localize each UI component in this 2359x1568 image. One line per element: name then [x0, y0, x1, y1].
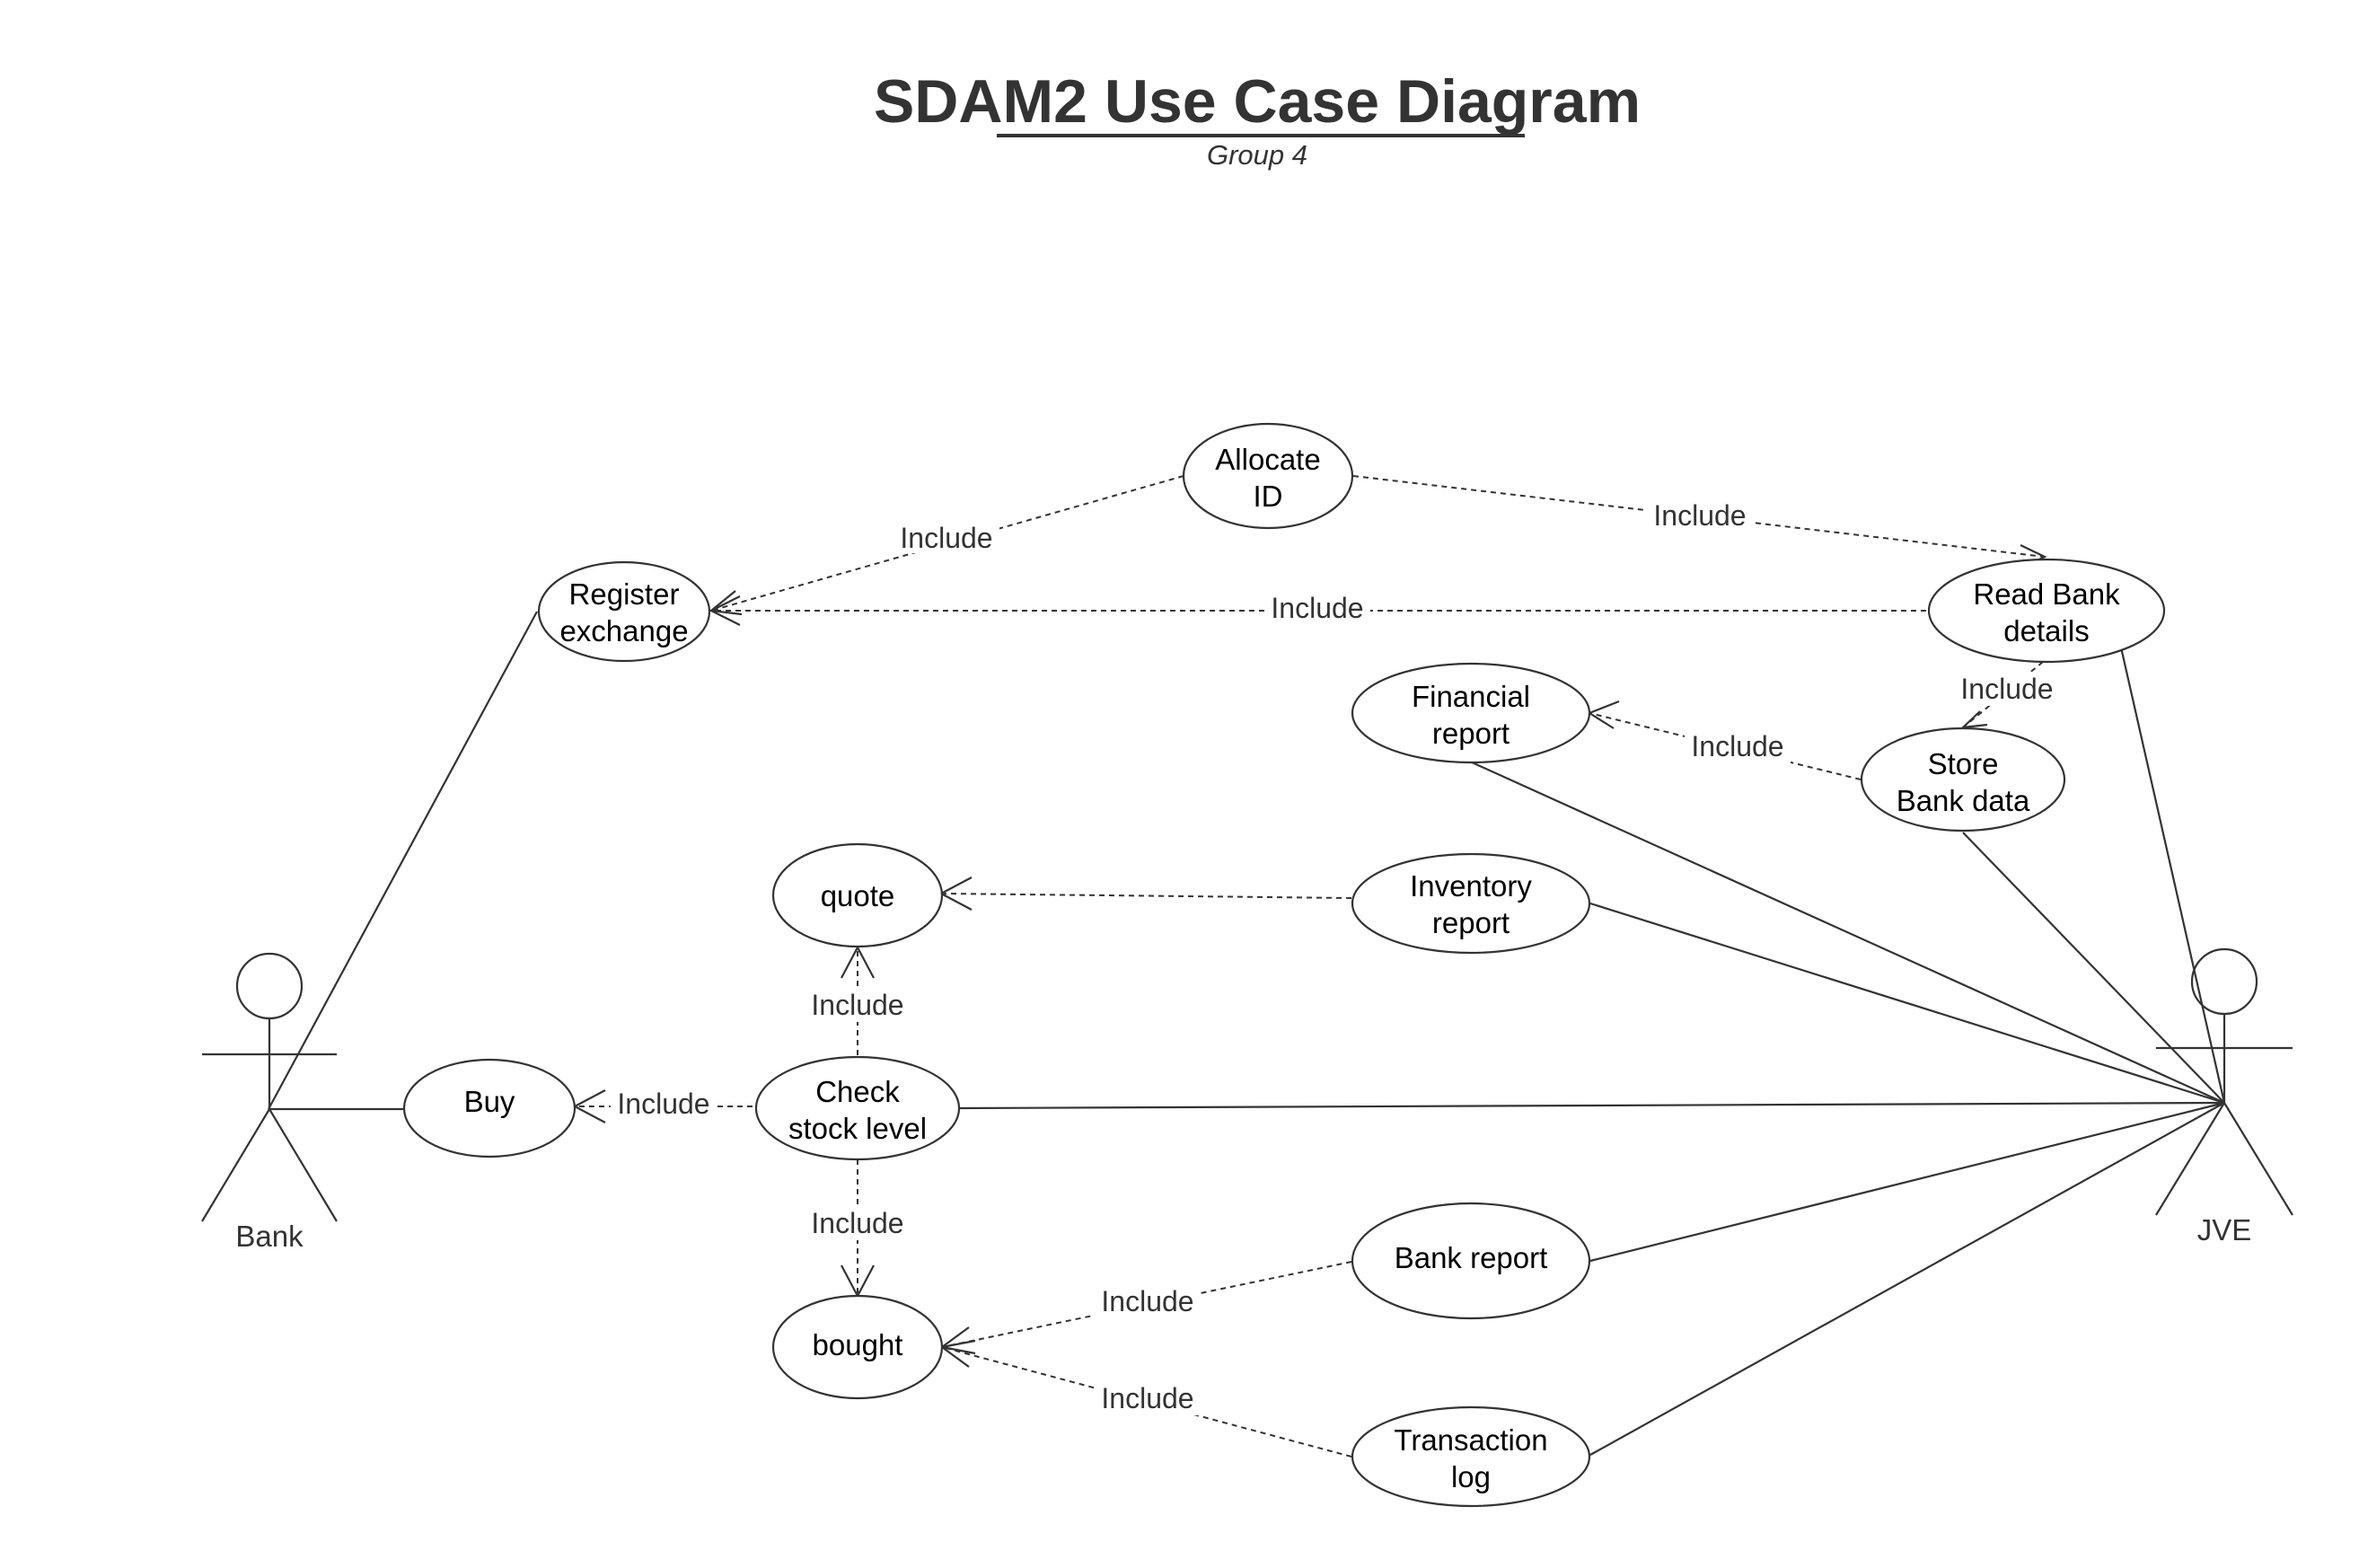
include-label-read-bank-register: Include: [1271, 592, 1363, 624]
arrowhead-store-from-read-bank: [1959, 710, 1988, 729]
include-label-bg: [1095, 1381, 1201, 1415]
include-label-check-quote: Include: [811, 989, 903, 1021]
use-case-label: report: [1432, 906, 1510, 939]
include-label-bg: [1264, 591, 1370, 625]
actor-bank[interactable]: Bank: [201, 952, 338, 1253]
use-case-quote[interactable]: quote: [771, 842, 944, 948]
use-case-inventory-report[interactable]: Inventory report: [1351, 852, 1591, 955]
use-case-label: Register: [569, 577, 680, 611]
arrowhead-financial-from-store: [1587, 700, 1620, 729]
use-case-buy[interactable]: Buy: [402, 1058, 577, 1158]
include-label-bg: [893, 519, 999, 553]
use-case-check-stock-level[interactable]: Check stock level: [754, 1055, 961, 1161]
include-label-store-financial: Include: [1691, 730, 1783, 762]
use-case-transaction-log[interactable]: Transaction log: [1351, 1405, 1591, 1508]
use-case-register-exchange[interactable]: Register exchange: [537, 560, 711, 663]
actor-right-leg: [2223, 1102, 2293, 1216]
include-label-bg: [1685, 729, 1791, 763]
assoc-jve-inventory-report: [1589, 902, 2225, 1105]
use-case-label: Store: [1928, 747, 1999, 780]
arrowhead-register-from-read-bank: [709, 595, 741, 626]
include-label-bg: [805, 1206, 911, 1240]
use-case-read-bank-details[interactable]: Read Bank details: [1927, 558, 2166, 664]
use-case-label: log: [1451, 1460, 1491, 1493]
assoc-jve-check-stock-level: [957, 1101, 2225, 1110]
assoc-jve-bank-report: [1589, 1101, 2225, 1263]
use-case-label: Read Bank: [1973, 577, 2120, 611]
use-case-label: Check: [815, 1075, 900, 1108]
include-line-allocate-to-register: [710, 475, 1184, 612]
use-case-label: report: [1432, 717, 1510, 750]
assoc-jve-transaction-log: [1589, 1102, 2225, 1456]
include-label-bank-report-bought: Include: [1101, 1285, 1193, 1317]
actor-right-leg: [268, 1108, 338, 1222]
use-case-label: Allocate: [1215, 443, 1320, 476]
include-relations: Include Include Include Include Include …: [572, 475, 2060, 1458]
use-case-allocate-id[interactable]: Allocate ID: [1182, 422, 1354, 530]
use-case-label: quote: [821, 879, 895, 912]
assoc-jve-store-bank-data: [1962, 832, 2225, 1104]
include-label-bg: [1095, 1284, 1201, 1318]
use-case-label: Transaction: [1394, 1423, 1547, 1457]
include-label-check-buy: Include: [617, 1088, 709, 1120]
use-case-financial-report[interactable]: Financial report: [1351, 662, 1591, 764]
assoc-jve-read-bank-details: [2119, 647, 2226, 1104]
use-case-label: Bank report: [1395, 1241, 1548, 1274]
include-line-inventory-to-quote: [940, 893, 1352, 899]
include-label-read-bank-store: Include: [1960, 673, 2053, 705]
use-case-label: Inventory: [1410, 869, 1532, 903]
actor-head: [2190, 947, 2258, 1016]
associations: [268, 611, 2226, 1456]
use-case-label: exchange: [559, 614, 688, 647]
include-label-allocate-register: Include: [900, 522, 992, 554]
actor-left-leg: [201, 1108, 270, 1222]
use-case-label: ID: [1254, 480, 1283, 513]
include-label-bg: [611, 1088, 717, 1123]
include-label-bg: [1954, 672, 2060, 706]
arrowhead-bought-from-transaction: [939, 1339, 976, 1368]
use-case-label: Financial: [1412, 680, 1530, 713]
diagram-title: SDAM2 Use Case Diagram: [874, 67, 1641, 136]
use-case-bank-report[interactable]: Bank report: [1351, 1202, 1591, 1320]
include-label-allocate-read-bank: Include: [1653, 499, 1746, 532]
use-case-label: Buy: [464, 1085, 515, 1118]
use-case-label: details: [2003, 614, 2089, 647]
actor-jve[interactable]: JVE: [2155, 947, 2293, 1246]
use-case-label: stock level: [788, 1112, 927, 1145]
assoc-bank-register-exchange: [268, 611, 538, 1110]
include-label-check-bought: Include: [811, 1207, 903, 1239]
actor-left-leg: [2155, 1102, 2225, 1216]
use-case-label: bought: [813, 1328, 903, 1361]
use-case-label: Bank data: [1897, 784, 2030, 817]
include-label-bg: [1647, 498, 1753, 532]
assoc-jve-financial-report: [1469, 760, 2225, 1105]
actor-label: Bank: [235, 1220, 304, 1253]
actor-label: JVE: [2197, 1213, 2252, 1246]
actor-head: [235, 952, 304, 1020]
use-case-store-bank-data[interactable]: Store Bank data: [1860, 727, 2066, 832]
diagram-subtitle: Group 4: [1207, 139, 1307, 171]
use-case-bought[interactable]: bought: [771, 1294, 944, 1400]
include-label-bg: [805, 988, 911, 1022]
include-label-transaction-bought: Include: [1101, 1382, 1193, 1414]
